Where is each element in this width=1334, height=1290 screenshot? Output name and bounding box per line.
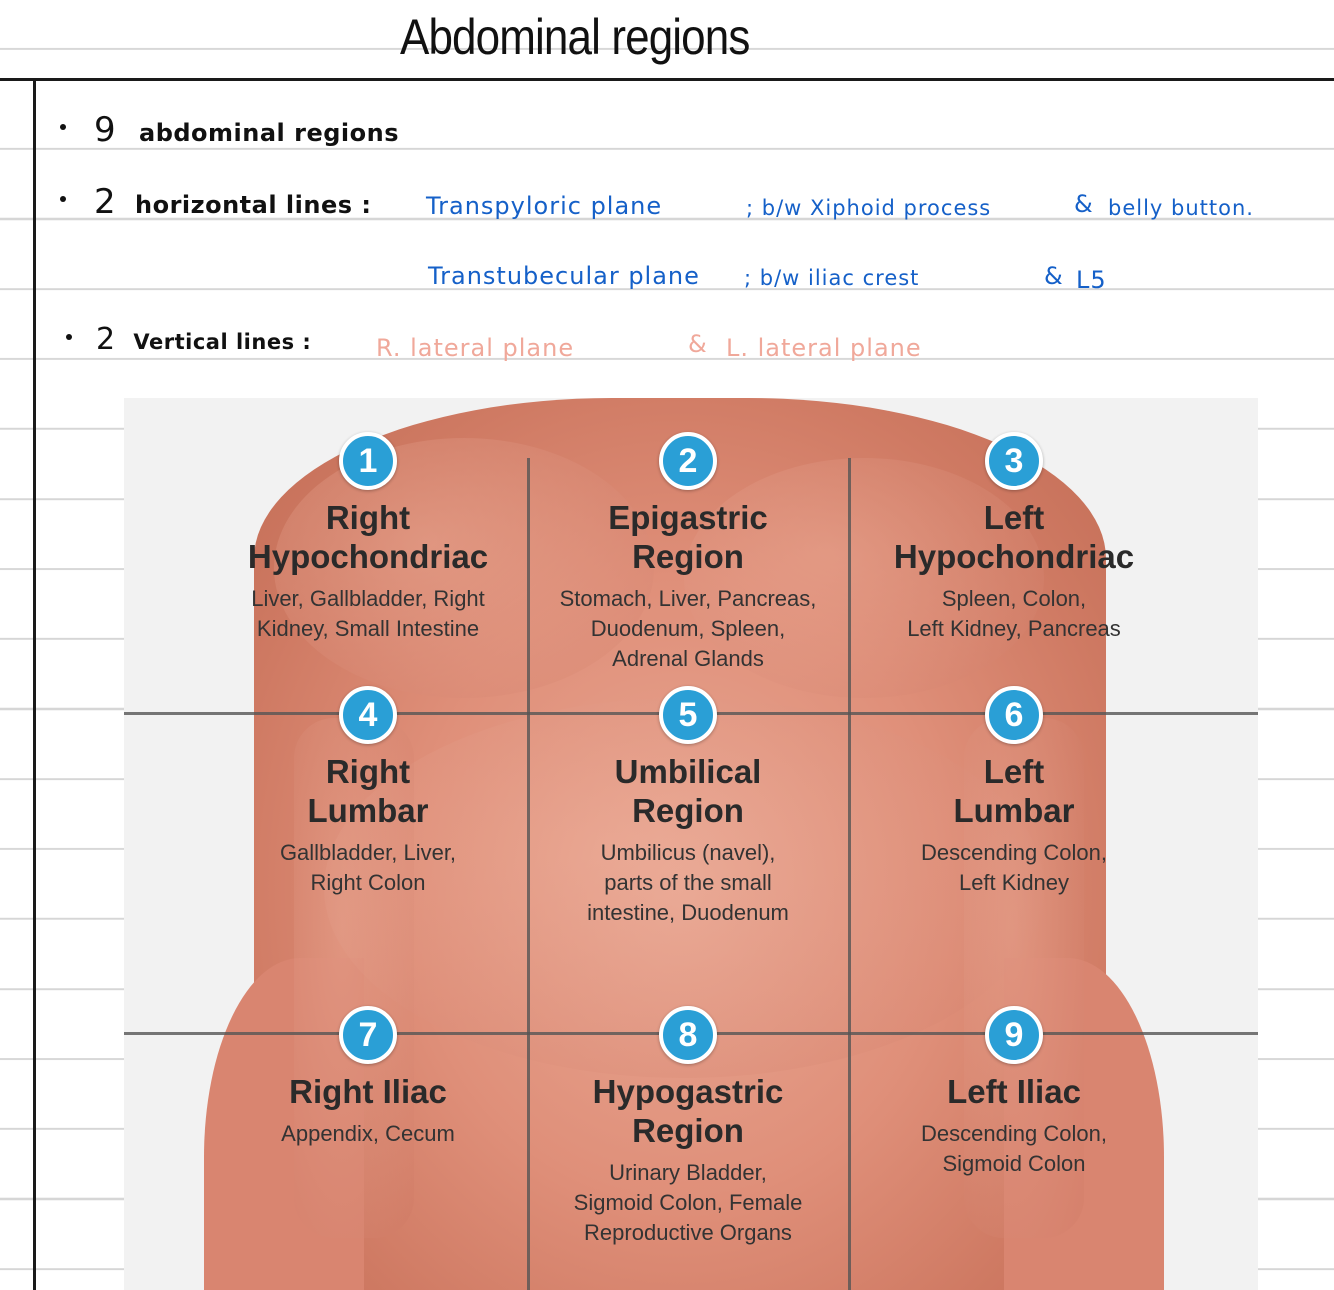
region-cell-1: 1 Right Hypochondriac Liver, Gallbladder…: [208, 432, 528, 644]
region-name: Right Lumbar: [307, 753, 429, 829]
region-name: Right Hypochondriac: [247, 499, 489, 575]
bullet-dot: [60, 124, 66, 130]
region-organs: Spleen, Colon, Left Kidney, Pancreas: [907, 586, 1121, 641]
region-number-badge: 2: [659, 432, 717, 490]
note-line-2-label: 2 horizontal lines :: [94, 182, 371, 222]
note-text: abdominal regions: [139, 119, 400, 147]
region-number-badge: 5: [659, 686, 717, 744]
torso-illustration: [254, 398, 1106, 1290]
region-cell-7: 7 Right Iliac Appendix, Cecum: [208, 1006, 528, 1149]
right-lateral-plane: R. lateral plane: [376, 334, 575, 362]
region-number-badge: 6: [985, 686, 1043, 744]
region-organs: Descending Colon, Left Kidney: [921, 840, 1107, 895]
region-number-badge: 7: [339, 1006, 397, 1064]
page-title: Abdominal regions: [400, 9, 750, 65]
margin-rule: [33, 80, 36, 1290]
region-number-badge: 9: [985, 1006, 1043, 1064]
ampersand: &: [1074, 190, 1094, 218]
liver-illustration: [274, 438, 654, 698]
region-cell-3: 3 Left Hypochondriac Spleen, Colon, Left…: [854, 432, 1174, 644]
region-number-badge: 4: [339, 686, 397, 744]
region-name: Epigastric Region: [608, 499, 768, 575]
region-number-badge: 1: [339, 432, 397, 490]
region-name: Hypogastric Region: [592, 1073, 784, 1149]
region-name: Left Hypochondriac: [893, 499, 1135, 575]
right-lateral-line: [527, 458, 530, 1290]
ampersand: &: [688, 330, 708, 358]
region-organs: Descending Colon, Sigmoid Colon: [921, 1121, 1107, 1176]
abdominal-regions-diagram: 1 Right Hypochondriac Liver, Gallbladder…: [124, 398, 1258, 1290]
transtubercular-detail-end: L5: [1076, 266, 1107, 294]
region-organs: Urinary Bladder, Sigmoid Colon, Female R…: [573, 1160, 803, 1245]
region-organs: Umbilicus (navel), parts of the small in…: [587, 840, 789, 925]
region-organs: Stomach, Liver, Pancreas, Duodenum, Sple…: [559, 586, 817, 671]
region-number-badge: 8: [659, 1006, 717, 1064]
note-number: 2: [94, 182, 117, 222]
transpyloric-detail: ; b/w Xiphoid process: [746, 196, 992, 220]
ascending-colon-illustration: [294, 718, 414, 1238]
region-name: Umbilical Region: [614, 753, 762, 829]
region-name: Right Iliac: [289, 1073, 447, 1110]
bullet-dot: [66, 334, 72, 340]
note-line-3-label: 2 Vertical lines :: [96, 322, 311, 357]
region-cell-5: 5 Umbilical Region Umbilicus (navel), pa…: [528, 686, 848, 928]
region-cell-8: 8 Hypogastric Region Urinary Bladder, Si…: [528, 1006, 848, 1248]
left-lateral-plane: L. lateral plane: [726, 334, 922, 362]
note-number: 2: [96, 322, 116, 357]
transtubercular-plane: Transtubecular plane: [428, 262, 700, 290]
ampersand: &: [1044, 262, 1064, 290]
region-organs: Appendix, Cecum: [281, 1121, 455, 1146]
region-organs: Liver, Gallbladder, Right Kidney, Small …: [251, 586, 485, 641]
region-name: Left Iliac: [947, 1073, 1081, 1110]
region-number-badge: 3: [985, 432, 1043, 490]
region-cell-6: 6 Left Lumbar Descending Colon, Left Kid…: [854, 686, 1174, 898]
region-cell-9: 9 Left Iliac Descending Colon, Sigmoid C…: [854, 1006, 1174, 1179]
bullet-dot: [60, 196, 66, 202]
region-name: Left Lumbar: [953, 753, 1075, 829]
stomach-illustration: [684, 458, 1044, 698]
title-rule: [0, 78, 1334, 81]
descending-colon-illustration: [964, 718, 1084, 1238]
note-number: 9: [94, 110, 117, 150]
note-label: horizontal lines :: [135, 191, 372, 219]
region-cell-4: 4 Right Lumbar Gallbladder, Liver, Right…: [208, 686, 528, 898]
region-cell-2: 2 Epigastric Region Stomach, Liver, Panc…: [528, 432, 848, 674]
transtubercular-detail: ; b/w iliac crest: [744, 266, 920, 290]
left-lateral-line: [848, 458, 851, 1290]
transpyloric-plane: Transpyloric plane: [426, 192, 663, 220]
transpyloric-detail-end: belly button.: [1108, 196, 1254, 220]
note-line-1: 9 abdominal regions: [94, 110, 399, 150]
region-organs: Gallbladder, Liver, Right Colon: [279, 840, 457, 895]
note-label: Vertical lines :: [133, 330, 312, 354]
